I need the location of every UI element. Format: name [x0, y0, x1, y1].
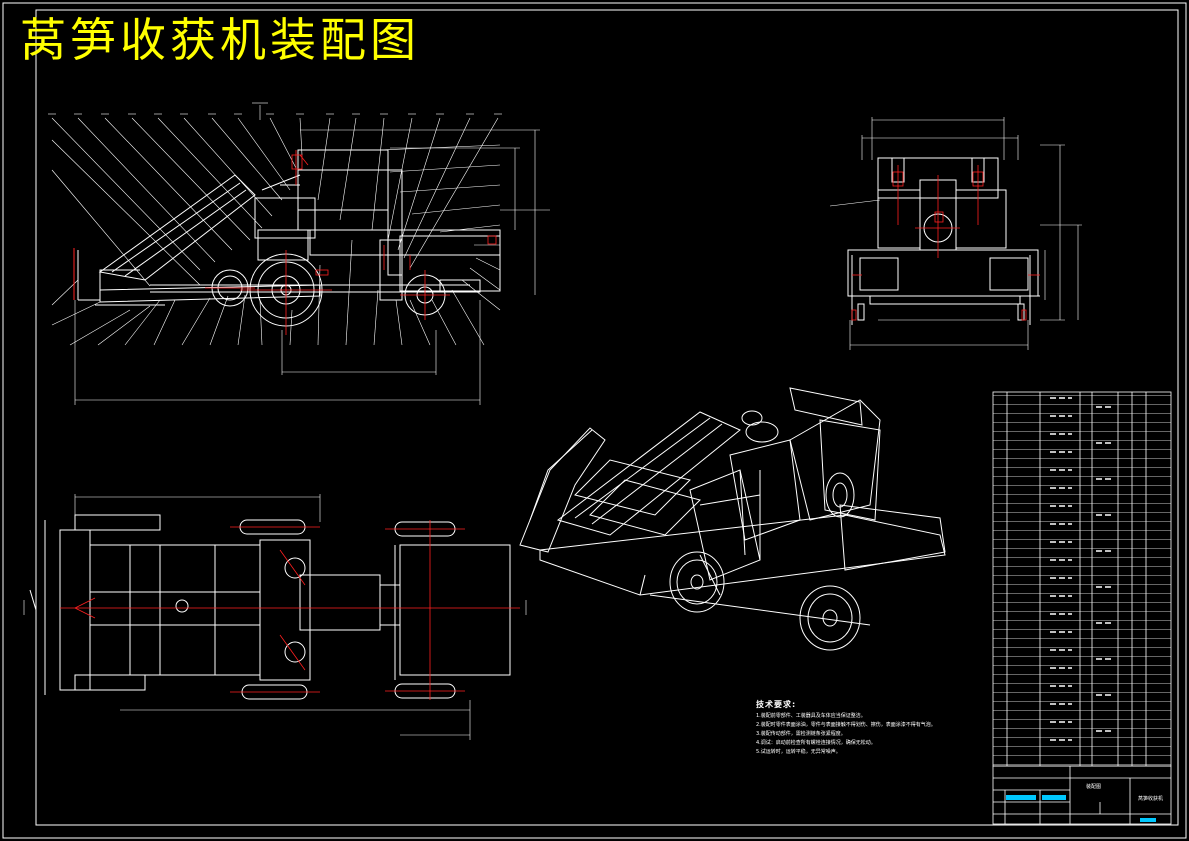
technical-requirements-heading: 技术要求: [756, 700, 797, 709]
drawing-title: 莴笋收获机装配图 [20, 13, 420, 67]
tech-requirement-2: 2.装配时零件表面涂油，零件与表面接触不得划伤、擦伤，表面涂漆不得有气泡。 [756, 722, 936, 728]
isometric-view [519, 387, 946, 651]
technical-requirements: 技术要求: 1.装配前零部件、工装器具及车体应当保证整洁。 2.装配时零件表面涂… [756, 700, 981, 757]
title-block-assembly-label: 装配图 [1086, 783, 1101, 790]
tech-requirement-5: 5.试运转时，运转平稳，无异常噪声。 [756, 749, 841, 755]
parts-list [992, 391, 1172, 767]
title-block-frame [992, 765, 1172, 825]
side-elevation-view [48, 102, 550, 405]
inner-frame [35, 9, 1179, 826]
title-block-machine-label: 莴笋收获机 [1138, 795, 1163, 802]
tech-requirement-4: 4.调试：启动前检查所有螺栓连接情况，确保无松动。 [756, 740, 876, 746]
end-view [829, 117, 1082, 350]
end-view-dimensions [829, 117, 1082, 350]
leader-lines-bottom [51, 144, 501, 346]
tech-requirement-1: 1.装配前零部件、工装器具及车体应当保证整洁。 [756, 713, 866, 719]
plan-view [23, 494, 527, 740]
plan-view-dimensions [23, 494, 527, 740]
leader-lines-top [51, 117, 499, 287]
side-view-dimensions [74, 102, 550, 405]
tech-requirement-3: 3.装配传动部件，需检测链条张紧程度。 [756, 731, 846, 737]
